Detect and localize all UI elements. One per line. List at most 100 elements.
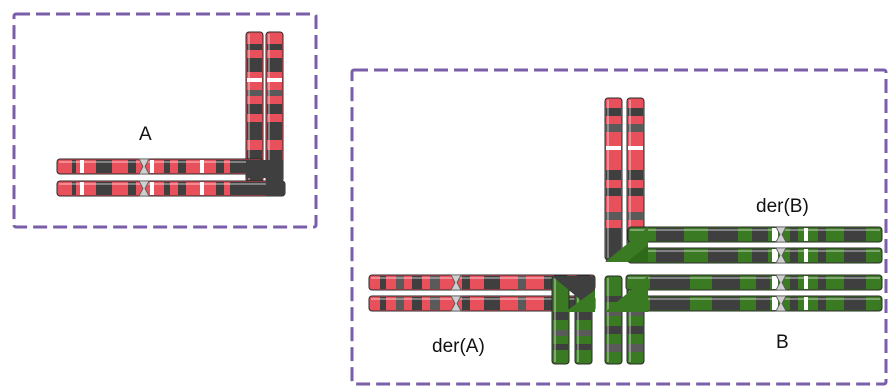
der-b-junction	[627, 245, 648, 262]
chromosome-band	[164, 160, 170, 173]
chromosome-band	[818, 297, 826, 310]
centromere	[775, 247, 787, 264]
chromosome-band	[790, 297, 798, 310]
chromosome-band	[553, 344, 568, 350]
label-der-a: der(A)	[432, 336, 485, 357]
chromosome-b-junction	[605, 276, 648, 312]
centromere	[138, 180, 150, 197]
chromosome-band	[656, 228, 684, 241]
chromosome-band	[844, 297, 866, 310]
der-a-vertical-chromatid	[551, 275, 570, 365]
chromosome-band	[628, 310, 643, 316]
chromosome-band	[518, 297, 526, 310]
chromosome-band	[128, 160, 136, 173]
chromosome-band	[178, 182, 186, 195]
chromosome-band	[818, 276, 826, 289]
chromosome-band	[606, 310, 621, 316]
chromosome-band	[553, 312, 568, 320]
chromosome-band	[430, 276, 440, 289]
chromosome-band	[380, 276, 386, 289]
chromatid-highlight	[629, 100, 631, 258]
centromere	[450, 274, 462, 291]
chromosome-band	[396, 297, 404, 310]
chromosome-band	[606, 170, 621, 180]
chromosome-band	[606, 146, 621, 150]
chromosome-band	[628, 344, 643, 352]
chromosome-band	[247, 58, 262, 72]
chromatid-highlight	[630, 229, 880, 231]
chromosome-band	[72, 160, 76, 173]
chromosome-band	[267, 122, 282, 140]
chromosome-band	[247, 104, 262, 114]
chromosome-band	[200, 160, 204, 173]
chromosome-b-horizontal-chromatid	[625, 295, 883, 312]
chromosome-band	[844, 228, 866, 241]
chromosome-band	[164, 182, 170, 195]
chromosome-band	[396, 276, 404, 289]
chromosome-band	[606, 124, 621, 132]
frame-normal-a	[12, 12, 318, 229]
centromere	[138, 158, 150, 175]
chromosome-a-vertical-chromatid	[265, 31, 284, 183]
chromosome-band	[96, 182, 112, 195]
chromosome-band	[650, 297, 690, 310]
chromosome-band	[628, 146, 643, 150]
chromatid-highlight	[630, 250, 880, 252]
der-a-horizontal-chromatid	[368, 295, 596, 312]
der-b-horizontal-chromatid	[627, 226, 883, 243]
chromosome-band	[606, 344, 621, 352]
chromosome-band	[708, 228, 738, 241]
chromatid-highlight	[59, 183, 283, 185]
chromosome-band	[606, 212, 621, 220]
chromosome-der-a	[368, 274, 596, 365]
centromere	[775, 274, 787, 291]
chromosome-band	[712, 276, 740, 289]
chromatid-highlight	[371, 298, 593, 300]
chromosome-band	[752, 249, 768, 262]
centromere	[775, 226, 787, 243]
chromosome-band	[606, 108, 621, 116]
chromosome-band	[576, 344, 591, 350]
chromosome-a-horizontal-chromatid	[56, 158, 264, 175]
der-b-horizontal-chromatid	[627, 247, 883, 264]
chromatid-highlight	[59, 161, 261, 163]
chromosome-band	[247, 122, 262, 140]
chromatid-highlight	[577, 278, 579, 362]
chromosome-a-horizontal-chromatid	[56, 180, 286, 197]
chromosome-band	[553, 330, 568, 336]
chromosome-band	[628, 170, 643, 180]
chromosome-band	[150, 160, 154, 173]
chromosome-band	[150, 182, 154, 195]
chromosome-band	[267, 44, 282, 50]
frame-translocation	[350, 68, 888, 386]
centromere	[450, 295, 462, 312]
chromosome-band	[656, 249, 684, 262]
der-a-junction	[565, 290, 595, 312]
chromosome-band	[650, 276, 690, 289]
chromosome-band	[80, 182, 84, 195]
der-b-junction	[605, 227, 648, 262]
chromosome-band	[712, 297, 740, 310]
chromatid-highlight	[248, 34, 250, 180]
chromosome-band	[430, 297, 440, 310]
chromosome-band	[804, 297, 808, 310]
chromosome-band	[576, 330, 591, 336]
chromosome-band	[708, 249, 738, 262]
chromosome-band	[247, 90, 262, 96]
centromere	[775, 295, 787, 312]
chromosome-band	[380, 297, 386, 310]
label-b: B	[776, 332, 789, 353]
chromosome-band	[606, 296, 621, 302]
chromosome-band	[267, 58, 282, 72]
chromosome-band	[628, 124, 643, 132]
chromatid-highlight	[628, 298, 880, 300]
chromosome-band	[790, 276, 798, 289]
chromosome-band	[216, 182, 224, 195]
chromatid-highlight	[371, 277, 593, 279]
label-a: A	[139, 124, 152, 145]
chromosome-band	[772, 297, 778, 310]
chromosome-band	[756, 297, 770, 310]
chromosome-band	[628, 188, 643, 196]
chromatid-highlight	[554, 278, 556, 362]
